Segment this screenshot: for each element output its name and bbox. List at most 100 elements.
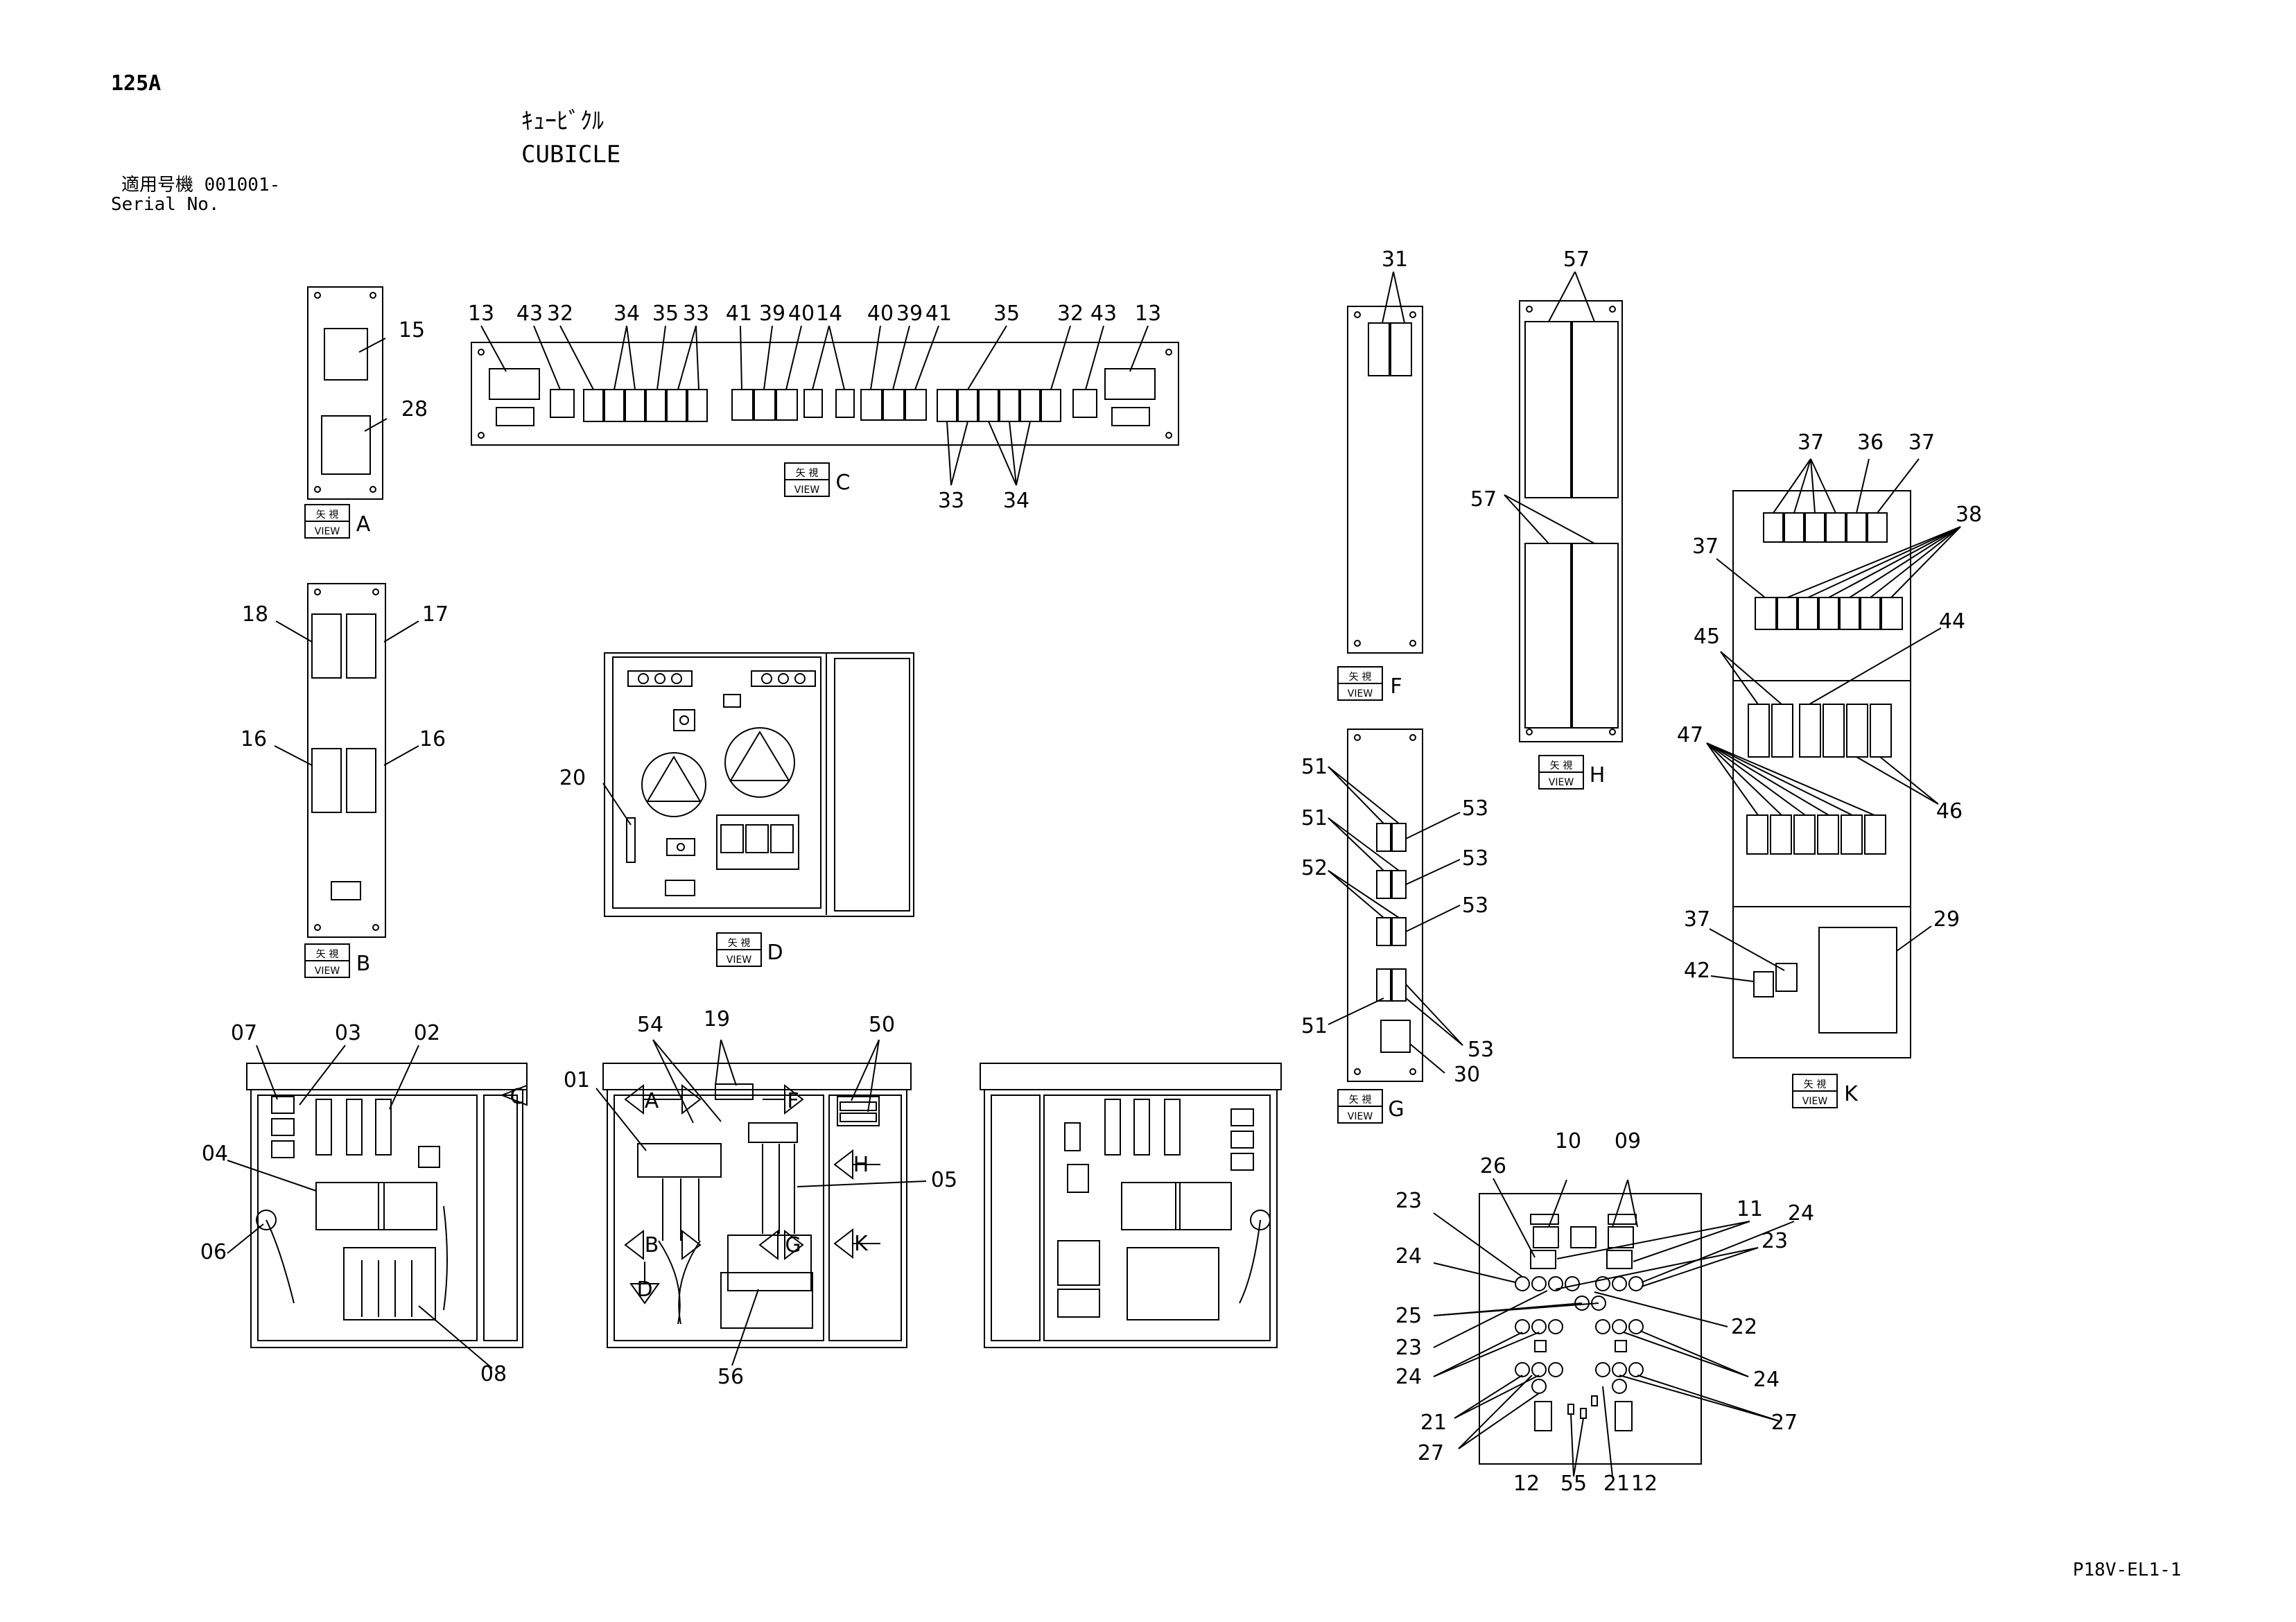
serial-value: 001001- bbox=[204, 175, 281, 195]
c-label-39: 39 bbox=[896, 302, 923, 326]
front-view-right bbox=[980, 1063, 1282, 1348]
k-row-3 bbox=[1748, 704, 1892, 758]
c-label-40: 40 bbox=[788, 302, 815, 326]
arrow-letter-k: K bbox=[854, 1232, 869, 1256]
part-28 bbox=[321, 415, 371, 475]
view-letter-a: A bbox=[356, 512, 371, 537]
k-label-44: 44 bbox=[1939, 609, 1965, 634]
panel-label-12: 12 bbox=[1513, 1472, 1540, 1496]
fl-label-06: 06 bbox=[200, 1240, 227, 1264]
panel-label-22: 22 bbox=[1731, 1315, 1757, 1339]
view-letter-d: D bbox=[767, 941, 783, 965]
arrow-letter-c: C bbox=[510, 1085, 525, 1109]
c-label-32: 32 bbox=[1057, 302, 1084, 326]
front-view-left bbox=[227, 1045, 528, 1369]
h-label-57: 57 bbox=[1470, 487, 1497, 512]
fc-label-19: 19 bbox=[704, 1007, 730, 1031]
c-label-43: 43 bbox=[1090, 302, 1117, 326]
arrow-letter-g: G bbox=[785, 1233, 801, 1257]
arrow-letter-h: H bbox=[853, 1153, 869, 1177]
view-b bbox=[274, 583, 419, 938]
b-label-17: 17 bbox=[422, 602, 449, 627]
view-h-panel bbox=[1519, 300, 1623, 742]
serial-label-jp: 適用号機 bbox=[121, 175, 194, 195]
view-a-panel bbox=[307, 286, 383, 500]
panel-label-21: 21 bbox=[1603, 1472, 1630, 1496]
c-label-35: 35 bbox=[993, 302, 1020, 326]
fc-label-50: 50 bbox=[869, 1013, 895, 1037]
drawing-code: P18V-EL1-1 bbox=[2073, 1560, 2182, 1580]
knobs-lower bbox=[1515, 1362, 1644, 1394]
terminal-blocks bbox=[271, 1096, 295, 1158]
front-view-center bbox=[595, 1039, 927, 1366]
a-label-28: 28 bbox=[401, 397, 428, 421]
c-module-row-left bbox=[583, 389, 708, 422]
view-box-jp: 矢 視 bbox=[1550, 760, 1572, 771]
view-k bbox=[1706, 458, 1961, 1058]
b-label-16: 16 bbox=[419, 727, 446, 751]
view-box-jp: 矢 視 bbox=[1349, 1095, 1371, 1106]
panel-label-26: 26 bbox=[1480, 1154, 1506, 1178]
fc-label-01: 01 bbox=[564, 1068, 590, 1092]
k-label-37: 37 bbox=[1684, 907, 1710, 932]
k-label-37: 37 bbox=[1908, 430, 1935, 455]
view-f bbox=[1347, 271, 1423, 654]
fl-label-08: 08 bbox=[480, 1362, 507, 1386]
view-a bbox=[307, 286, 388, 500]
f-label-31: 31 bbox=[1382, 247, 1408, 272]
view-letter-g: G bbox=[1388, 1097, 1404, 1122]
view-g-panel bbox=[1347, 729, 1423, 1082]
arrow-letter-f: F bbox=[787, 1089, 799, 1113]
serial-label-en: Serial No. bbox=[111, 194, 220, 215]
view-box-en: VIEW bbox=[1348, 688, 1373, 699]
c-label-13: 13 bbox=[468, 302, 494, 326]
c-label-bottom-34: 34 bbox=[1003, 489, 1029, 513]
view-box-jp: 矢 視 bbox=[1349, 672, 1371, 683]
c-label-40: 40 bbox=[867, 302, 894, 326]
g-label-51: 51 bbox=[1301, 1014, 1328, 1038]
operator-panel bbox=[1433, 1178, 1795, 1477]
view-box-jp: 矢 視 bbox=[316, 949, 338, 960]
c-label-41: 41 bbox=[726, 302, 752, 326]
panel-label-27: 27 bbox=[1771, 1411, 1798, 1435]
view-box-en: VIEW bbox=[315, 526, 340, 537]
view-letter-f: F bbox=[1390, 674, 1402, 699]
c-label-34: 34 bbox=[614, 302, 640, 326]
view-box-en: VIEW bbox=[315, 966, 340, 977]
g-label-53: 53 bbox=[1462, 893, 1488, 918]
view-box-en: VIEW bbox=[794, 485, 820, 496]
panel-label-24: 24 bbox=[1753, 1368, 1780, 1392]
c-label-13: 13 bbox=[1135, 302, 1161, 326]
view-g bbox=[1328, 729, 1463, 1082]
title-english: CUBICLE bbox=[521, 141, 621, 168]
panel-label-23: 23 bbox=[1395, 1189, 1422, 1213]
g-label-51: 51 bbox=[1301, 806, 1328, 830]
c-module-row-mid bbox=[731, 389, 927, 421]
title-japanese: ｷｭｰﾋﾞｸﾙ bbox=[521, 107, 604, 135]
front-right-cabinet bbox=[984, 1089, 1278, 1348]
front-center-cabinet bbox=[607, 1089, 907, 1348]
view-box-en: VIEW bbox=[727, 954, 752, 966]
view-letter-c: C bbox=[836, 471, 851, 495]
g-label-52: 52 bbox=[1301, 856, 1328, 880]
fc-label-05: 05 bbox=[931, 1168, 957, 1192]
arrow-letter-d: D bbox=[636, 1277, 652, 1302]
view-h bbox=[1504, 271, 1623, 742]
a-label-15: 15 bbox=[399, 318, 425, 342]
part-15 bbox=[324, 328, 368, 381]
k-label-47: 47 bbox=[1677, 723, 1703, 747]
panel-label-25: 25 bbox=[1395, 1304, 1422, 1328]
front-left-cabinet bbox=[250, 1089, 523, 1348]
part-56 bbox=[720, 1272, 813, 1329]
c-label-33: 33 bbox=[683, 302, 709, 326]
part-29 bbox=[1818, 927, 1897, 1034]
c-label-bottom-33: 33 bbox=[938, 489, 964, 513]
panel-label-09: 09 bbox=[1615, 1129, 1641, 1153]
k-row-4 bbox=[1746, 814, 1886, 855]
